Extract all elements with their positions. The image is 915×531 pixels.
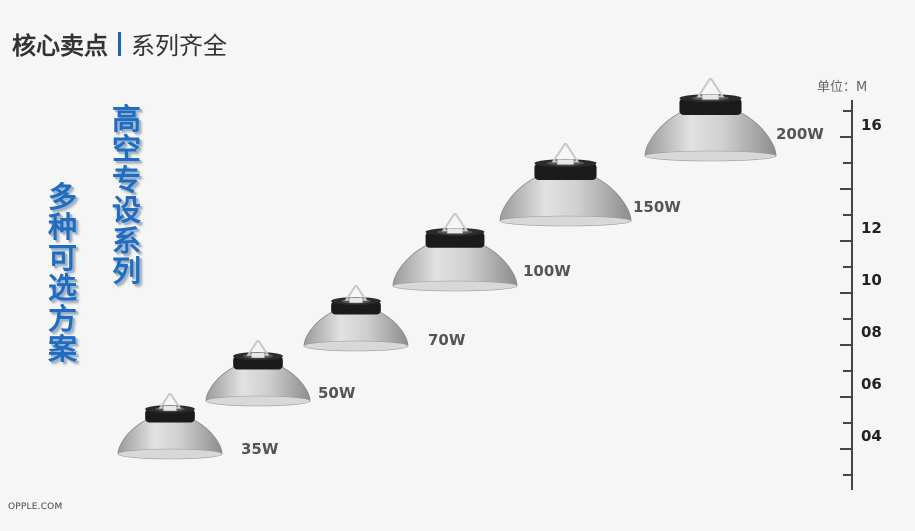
vertical-text-high-bay-series: 高 空 专 设 系 列	[112, 104, 141, 287]
vertical-char: 高	[112, 102, 142, 136]
lamp-150w	[498, 141, 633, 227]
scale-tick	[843, 266, 853, 268]
lamp-100w	[391, 211, 519, 292]
scale-label-16: 16	[861, 116, 882, 134]
vertical-char: 系	[112, 223, 142, 258]
lamp-70w	[302, 283, 410, 352]
lamp-label-50w: 50W	[318, 384, 356, 402]
page-header: 核心卖点 系列齐全	[12, 26, 227, 61]
scale-tick	[843, 370, 853, 372]
scale-tick	[840, 292, 853, 294]
scale-tick	[843, 474, 853, 476]
scale-tick	[840, 344, 853, 346]
scale-tick	[843, 110, 853, 112]
scale-tick	[843, 214, 853, 216]
scale-tick	[843, 422, 853, 424]
title-separator	[118, 31, 121, 56]
vertical-char: 专	[112, 162, 142, 197]
vertical-char: 多	[48, 180, 78, 214]
lamp-label-150w: 150W	[633, 198, 681, 216]
lamp-label-35w: 35W	[241, 440, 279, 458]
scale-label-04: 04	[861, 427, 882, 445]
vertical-char: 设	[112, 193, 142, 228]
lamp-35w	[116, 391, 224, 460]
vertical-char: 列	[112, 254, 142, 289]
vertical-char: 方	[48, 301, 78, 336]
scale-tick	[843, 318, 853, 320]
scale-label-12: 12	[861, 219, 882, 237]
lamp-label-100w: 100W	[523, 262, 571, 280]
vertical-char: 选	[48, 271, 78, 306]
lamp-label-200w: 200W	[776, 125, 824, 143]
scale-tick	[843, 162, 853, 164]
lamp-50w	[204, 338, 312, 407]
scale-label-06: 06	[861, 375, 882, 393]
scale-tick	[840, 136, 853, 138]
vertical-char: 空	[112, 132, 142, 167]
page-subtitle: 系列齐全	[131, 32, 227, 60]
vertical-char: 种	[48, 210, 78, 245]
scale-tick	[840, 240, 853, 242]
scale-unit-label: 单位：M	[817, 80, 868, 95]
vertical-char: 可	[48, 240, 78, 275]
page-title: 核心卖点	[12, 32, 108, 60]
scale-tick	[840, 396, 853, 398]
height-scale-axis	[851, 100, 853, 490]
scale-label-08: 08	[861, 323, 882, 341]
scale-tick	[840, 448, 853, 450]
lamp-200w	[643, 76, 778, 162]
vertical-char: 案	[48, 332, 78, 367]
scale-tick	[840, 188, 853, 190]
footer-brand-url: OPPLE.COM	[8, 502, 63, 512]
vertical-text-multiple-options: 多 种 可 选 方 案	[48, 182, 77, 365]
lamp-label-70w: 70W	[428, 331, 466, 349]
scale-label-10: 10	[861, 271, 882, 289]
